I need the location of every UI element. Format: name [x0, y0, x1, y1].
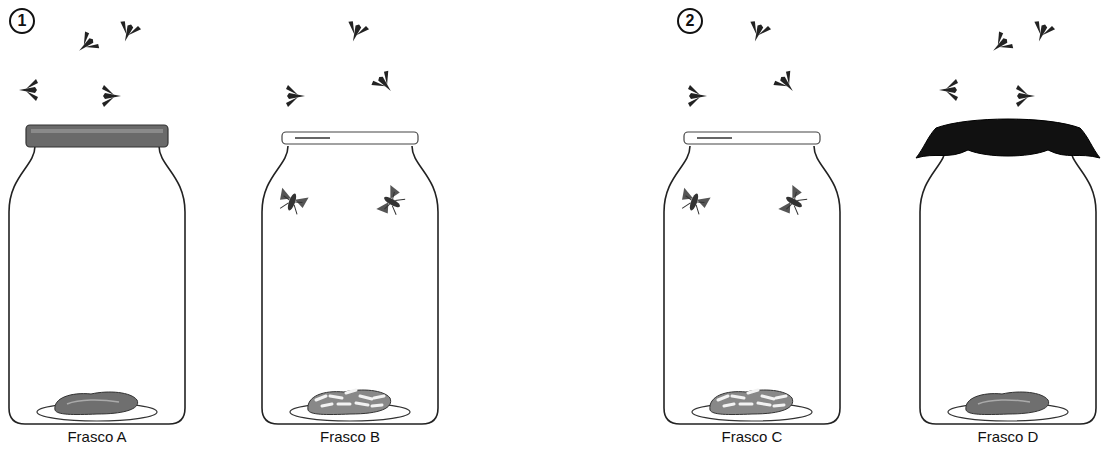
jar-label: Frasco D — [978, 428, 1039, 445]
jar-sealed — [9, 125, 185, 424]
jar-label: Frasco C — [722, 428, 783, 445]
jar-open — [664, 132, 840, 424]
jar-label: Frasco A — [67, 428, 126, 445]
step-number: 2 — [677, 8, 703, 34]
jar-covered — [916, 119, 1100, 424]
jar-open — [262, 132, 438, 424]
jar-label: Frasco B — [320, 428, 380, 445]
step-number: 1 — [9, 8, 35, 34]
